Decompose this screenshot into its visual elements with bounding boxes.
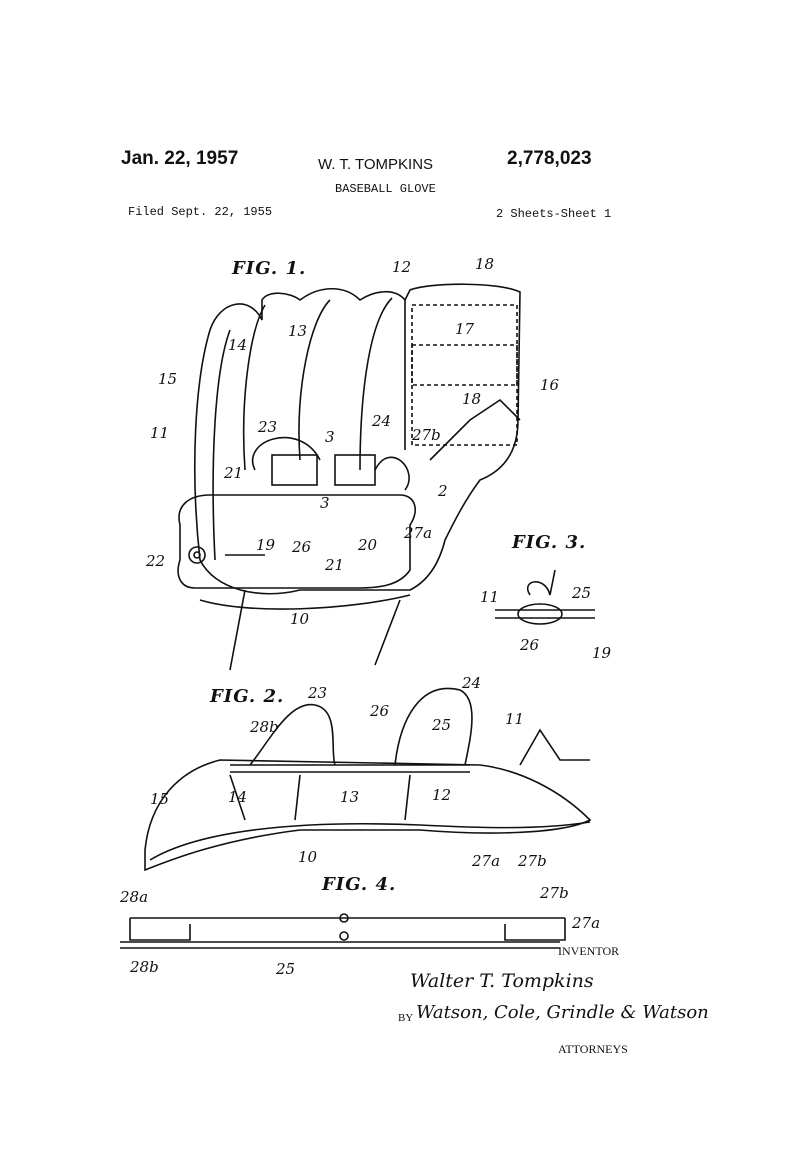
fig4-label: FIG. 4. — [322, 874, 397, 895]
ref-numeral: 12 — [432, 786, 452, 804]
by-label: BY — [398, 1012, 414, 1024]
attorneys-label: ATTORNEYS — [558, 1042, 628, 1056]
ref-numeral: 18 — [462, 390, 482, 408]
ref-numeral: 18 — [475, 255, 495, 273]
ref-numeral: 27b — [518, 852, 547, 870]
filed-date: Filed Sept. 22, 1955 — [128, 205, 273, 219]
ref-numeral: 27a — [404, 524, 433, 542]
patent-date: Jan. 22, 1957 — [121, 148, 239, 169]
ref-numeral: 24 — [372, 412, 392, 430]
ref-numeral: 15 — [158, 370, 178, 388]
ref-numeral: 26 — [292, 538, 312, 556]
ref-numeral: 27b — [412, 426, 441, 444]
ref-numeral: 2 — [438, 482, 448, 500]
ref-numeral: 11 — [150, 424, 170, 442]
ref-numeral: 14 — [228, 336, 248, 354]
ref-numeral: 17 — [455, 320, 475, 338]
fig1-glove-drawing — [177, 283, 521, 671]
ref-numeral: 28b — [250, 718, 279, 736]
ref-numeral: 3 — [325, 428, 335, 446]
ref-numeral: 23 — [308, 684, 328, 702]
fig3-label: FIG. 3. — [512, 532, 587, 553]
inventor-label: INVENTOR — [558, 944, 620, 958]
ref-numeral: 27a — [572, 914, 601, 932]
fig3-lace-detail — [495, 569, 595, 625]
ref-numeral: 21 — [224, 464, 244, 482]
ref-numeral: 28a — [120, 888, 149, 906]
ref-numeral: 15 — [150, 790, 170, 808]
fig2-glove-section — [144, 687, 592, 872]
ref-numeral: 25 — [432, 716, 452, 734]
ref-numeral: 11 — [480, 588, 500, 606]
ref-numeral: 26 — [370, 702, 390, 720]
patent-title: BASEBALL GLOVE — [335, 182, 436, 196]
ref-numeral: 22 — [146, 552, 166, 570]
sheet-count: 2 Sheets-Sheet 1 — [496, 207, 612, 221]
fig2-label: FIG. 2. — [210, 686, 285, 707]
fig1-label: FIG. 1. — [232, 258, 307, 279]
ref-numeral: 28b — [130, 958, 159, 976]
attorneys-signature: Watson, Cole, Grindle & Watson — [416, 1002, 709, 1023]
ref-numeral: 20 — [358, 536, 378, 554]
ref-numeral: 11 — [505, 710, 525, 728]
ref-numeral: 23 — [258, 418, 278, 436]
ref-numeral: 12 — [392, 258, 412, 276]
ref-numeral: 14 — [228, 788, 248, 806]
ref-numeral: 13 — [340, 788, 360, 806]
fig4-strap — [120, 913, 566, 949]
ref-numeral: 19 — [592, 644, 612, 662]
inventor-name: W. T. TOMPKINS — [318, 156, 434, 173]
ref-numeral: 25 — [572, 584, 592, 602]
ref-numeral: 27b — [540, 884, 569, 902]
ref-numeral: 21 — [325, 556, 345, 574]
ref-numeral: 10 — [290, 610, 310, 628]
inventor-signature: Walter T. Tompkins — [410, 970, 594, 992]
ref-numeral: 13 — [288, 322, 308, 340]
ref-numeral: 27a — [472, 852, 501, 870]
ref-numeral: 3 — [320, 494, 330, 512]
ref-numeral: 24 — [462, 674, 482, 692]
ref-numeral: 16 — [540, 376, 560, 394]
ref-numeral: 26 — [520, 636, 540, 654]
patent-number: 2,778,023 — [507, 148, 592, 169]
ref-numeral: 19 — [256, 536, 276, 554]
ref-numeral: 10 — [298, 848, 318, 866]
ref-numeral: 25 — [276, 960, 296, 978]
